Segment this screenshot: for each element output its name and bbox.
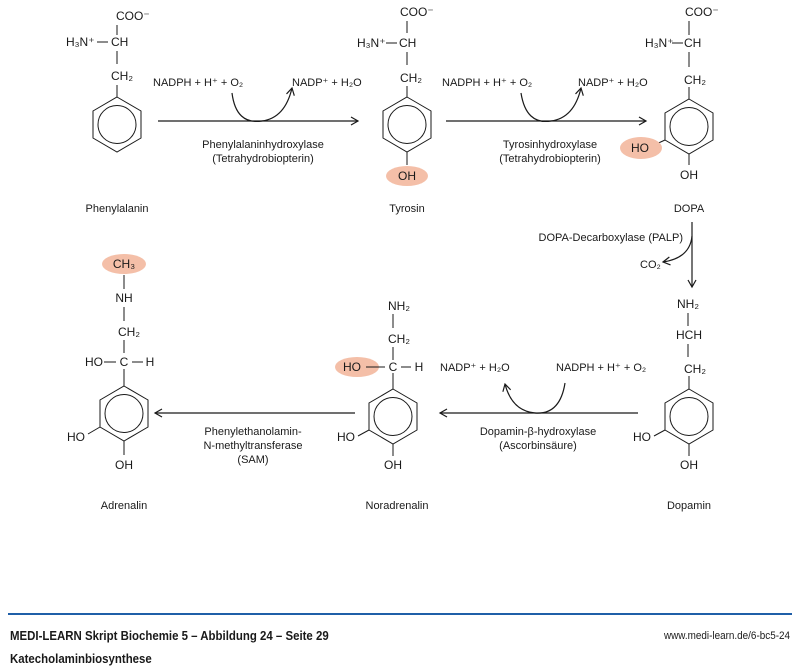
katecholamin-pathway-diagram: COO⁻ H₃N⁺ CH CH₂ Phenylalanin NADPH + H⁺… [66,5,719,512]
molecule-adrenalin: CH₃ NH CH₂ HO C H HO OH Adrenalin [67,254,154,512]
ammonium-group: H₃N⁺ [357,36,386,50]
molecule-name: DOPA [674,203,705,215]
beta-hydroxyl-group: HO [85,355,103,369]
footer-divider [8,613,792,615]
methyl-group: CH₃ [113,257,135,271]
alpha-carbon: CH₂ [388,332,410,346]
molecule-noradrenalin: NH₂ CH₂ HO C H HO OH Noradrenalin [335,299,428,512]
highlight-new-hydroxyl [335,357,379,377]
meta-hydroxyl-group: HO [631,141,649,155]
reaction-pnmt: Phenylethanolamin- N-methyltransferase (… [153,408,355,466]
para-hydroxyl-group: OH [384,458,402,472]
benzene-ring [664,388,714,445]
cofactor-curved-arrow [231,86,295,123]
alpha-carbon: CH [111,35,128,49]
cofactor-name: (SAM) [237,454,268,466]
highlight-new-hydroxyl [620,137,662,159]
cofactor-name: (Ascorbinsäure) [499,440,577,452]
molecule-name: Adrenalin [101,500,147,512]
beta-carbon: C [120,355,129,369]
cofactor-curved-arrow [520,86,584,123]
carboxylate-group: COO⁻ [400,5,434,19]
enzyme-name: Phenylalaninhydroxylase [202,139,324,151]
amine-group: NH₂ [677,297,699,311]
cofactor-name: (Tetrahydrobiopterin) [212,153,314,165]
reaction-dopamin-beta-hydroxylase: NADP⁺ + H₂O NADPH + H⁺ + O₂ Dopamin-β-hy… [438,362,646,452]
molecule-name: Noradrenalin [366,500,429,512]
enzyme-name: Tyrosinhydroxylase [503,139,597,151]
substrate-cosubstrate: NADPH + H⁺ + O₂ [556,362,646,374]
beta-carbon: CH₂ [684,73,706,87]
alpha-carbon: CH [399,36,416,50]
meta-hydroxyl-group: HO [337,430,355,444]
molecule-dopa: COO⁻ H₃N⁺ CH CH₂ HO OH DOPA [620,5,719,215]
footer-url-link[interactable]: www.medi-learn.de/6-bc5-24 [663,630,790,642]
alpha-carbon: CH₂ [118,325,140,339]
beta-carbon: CH₂ [400,71,422,85]
cofactor-name: (Tetrahydrobiopterin) [499,153,601,165]
cofactor-curved-arrow [502,382,566,414]
meta-hydroxyl-group: HO [67,430,85,444]
alpha-carbon: HCH [676,328,702,342]
meta-hydroxyl-group: HO [633,430,651,444]
reaction-phenylalaninhydroxylase: NADPH + H⁺ + O₂ NADP⁺ + H₂O Phenylalanin… [153,77,362,165]
ammonium-group: H₃N⁺ [645,36,674,50]
molecule-name: Phenylalanin [86,203,149,215]
highlight-new-methyl [102,254,146,274]
ammonium-group: H₃N⁺ [66,35,95,49]
benzene-ring [92,96,142,153]
enzyme-name: Dopamin-β-hydroxylase [480,426,596,438]
benzene-ring [368,388,418,445]
footer-figure-title: Katecholaminbiosynthese [10,651,152,666]
beta-carbon: CH₂ [111,69,133,83]
benzene-ring [664,98,714,155]
enzyme-name-line2: N-methyltransferase [203,440,302,452]
product-coproduct: NADP⁺ + H₂O [292,77,362,89]
beta-hydroxyl-group: HO [343,360,361,374]
substrate-cosubstrate: NADPH + H⁺ + O₂ [153,77,243,89]
co2-release-arrow [661,235,693,266]
hydrogen-atom: H [146,355,155,369]
carboxylate-group: COO⁻ [685,5,719,19]
molecule-name: Dopamin [667,500,711,512]
highlight-new-hydroxyl [386,166,428,186]
para-hydroxyl-group: OH [115,458,133,472]
benzene-ring [382,96,432,153]
para-hydroxyl-group: OH [680,168,698,182]
amine-group: NH₂ [388,299,410,313]
product-coproduct: NADP⁺ + H₂O [578,77,648,89]
benzene-ring [99,385,149,442]
product-co2: CO₂ [640,259,661,271]
molecule-dopamin: NH₂ HCH CH₂ HO OH Dopamin [633,297,714,512]
molecule-phenylalanin: COO⁻ H₃N⁺ CH CH₂ Phenylalanin [66,9,150,215]
substrate-cosubstrate: NADPH + H⁺ + O₂ [442,77,532,89]
reaction-dopa-decarboxylase: DOPA-Decarboxylase (PALP) CO₂ [539,222,697,289]
enzyme-name: DOPA-Decarboxylase (PALP) [539,232,683,244]
beta-carbon: C [389,360,398,374]
amine-group: NH [115,291,132,305]
hydroxyl-group: OH [398,169,416,183]
footer-source: MEDI-LEARN Skript Biochemie 5 – Abbildun… [10,628,329,643]
reaction-tyrosinhydroxylase: NADPH + H⁺ + O₂ NADP⁺ + H₂O Tyrosinhydro… [442,77,648,165]
product-coproduct: NADP⁺ + H₂O [440,362,510,374]
alpha-carbon: CH [684,36,701,50]
enzyme-name-line1: Phenylethanolamin- [204,426,302,438]
molecule-name: Tyrosin [389,203,424,215]
carboxylate-group: COO⁻ [116,9,150,23]
molecule-tyrosin: COO⁻ H₃N⁺ CH CH₂ OH Tyrosin [357,5,434,215]
hydrogen-atom: H [415,360,424,374]
para-hydroxyl-group: OH [680,458,698,472]
beta-carbon: CH₂ [684,362,706,376]
